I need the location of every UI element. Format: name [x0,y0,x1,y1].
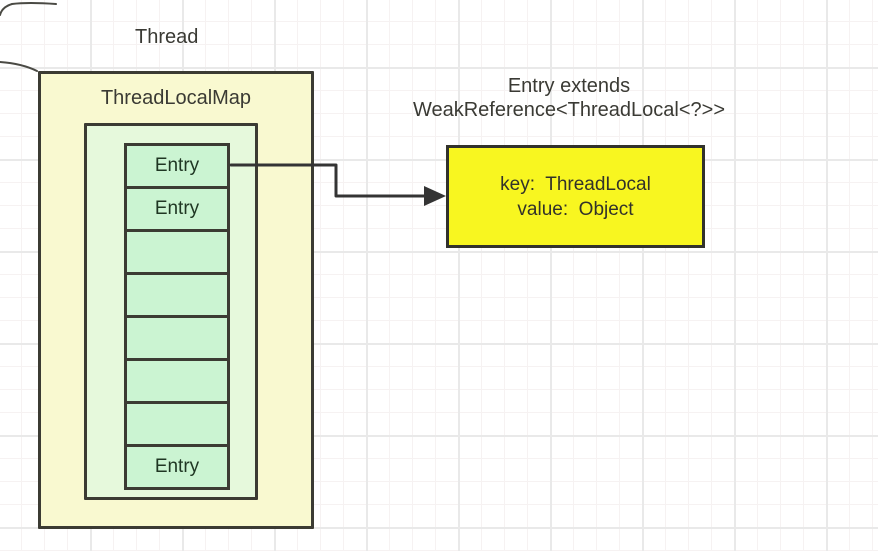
stray-stroke-left [0,61,38,72]
entry-value-line: value: Object [517,198,634,220]
entry-cell: Entry [124,143,230,189]
entry-cell [124,358,230,404]
entry-table: Entry Entry Entry [124,143,230,490]
stray-stroke-top [0,2,57,16]
entry-caption-line2: WeakReference<ThreadLocal<?>> [412,99,726,121]
entry-cell [124,229,230,275]
entry-cell [124,315,230,361]
entry-caption-line1: Entry extends [507,75,631,97]
entry-cell [124,272,230,318]
entry-cell: Entry [124,444,230,490]
entry-caption: Entry extends WeakReference<ThreadLocal<… [388,74,750,122]
entry-cell [124,401,230,447]
entry-detail-box: key: ThreadLocal value: Object [446,145,705,248]
threadlocalmap-title: ThreadLocalMap [100,87,252,109]
thread-label: Thread [135,26,199,48]
entry-cell: Entry [124,186,230,232]
entry-key-line: key: ThreadLocal [500,173,651,195]
arrow-head-icon [424,186,446,206]
